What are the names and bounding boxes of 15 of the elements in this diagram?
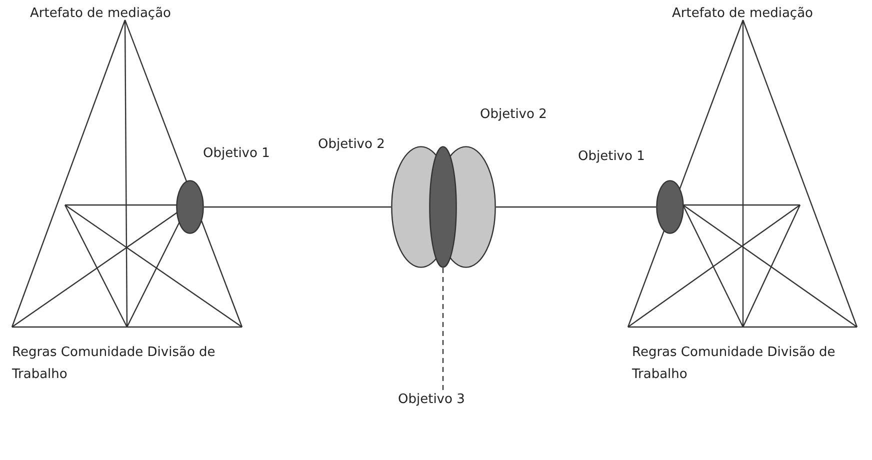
- base-label: Regras Comunidade Divisão de Trabalho: [12, 344, 216, 384]
- object-ellipse: [656, 180, 684, 234]
- object-caption: Objetivo 1: [203, 146, 270, 161]
- dashed-line: [442, 268, 444, 392]
- object-caption: Objetivo 2: [318, 137, 385, 152]
- object-ellipse: [429, 146, 457, 268]
- vertex-label: Artefato de mediação: [672, 6, 814, 21]
- object-caption: Objetivo 2: [480, 107, 547, 122]
- connector-line: [204, 206, 391, 208]
- vertex-label: Artefato de mediação: [30, 6, 172, 21]
- base-label: Regras Comunidade Divisão de Trabalho: [632, 344, 836, 384]
- object-ellipse: [176, 180, 204, 234]
- connector-line: [496, 206, 656, 208]
- object-label: Objetivo 3: [398, 392, 465, 407]
- object-caption: Objetivo 1: [578, 149, 645, 164]
